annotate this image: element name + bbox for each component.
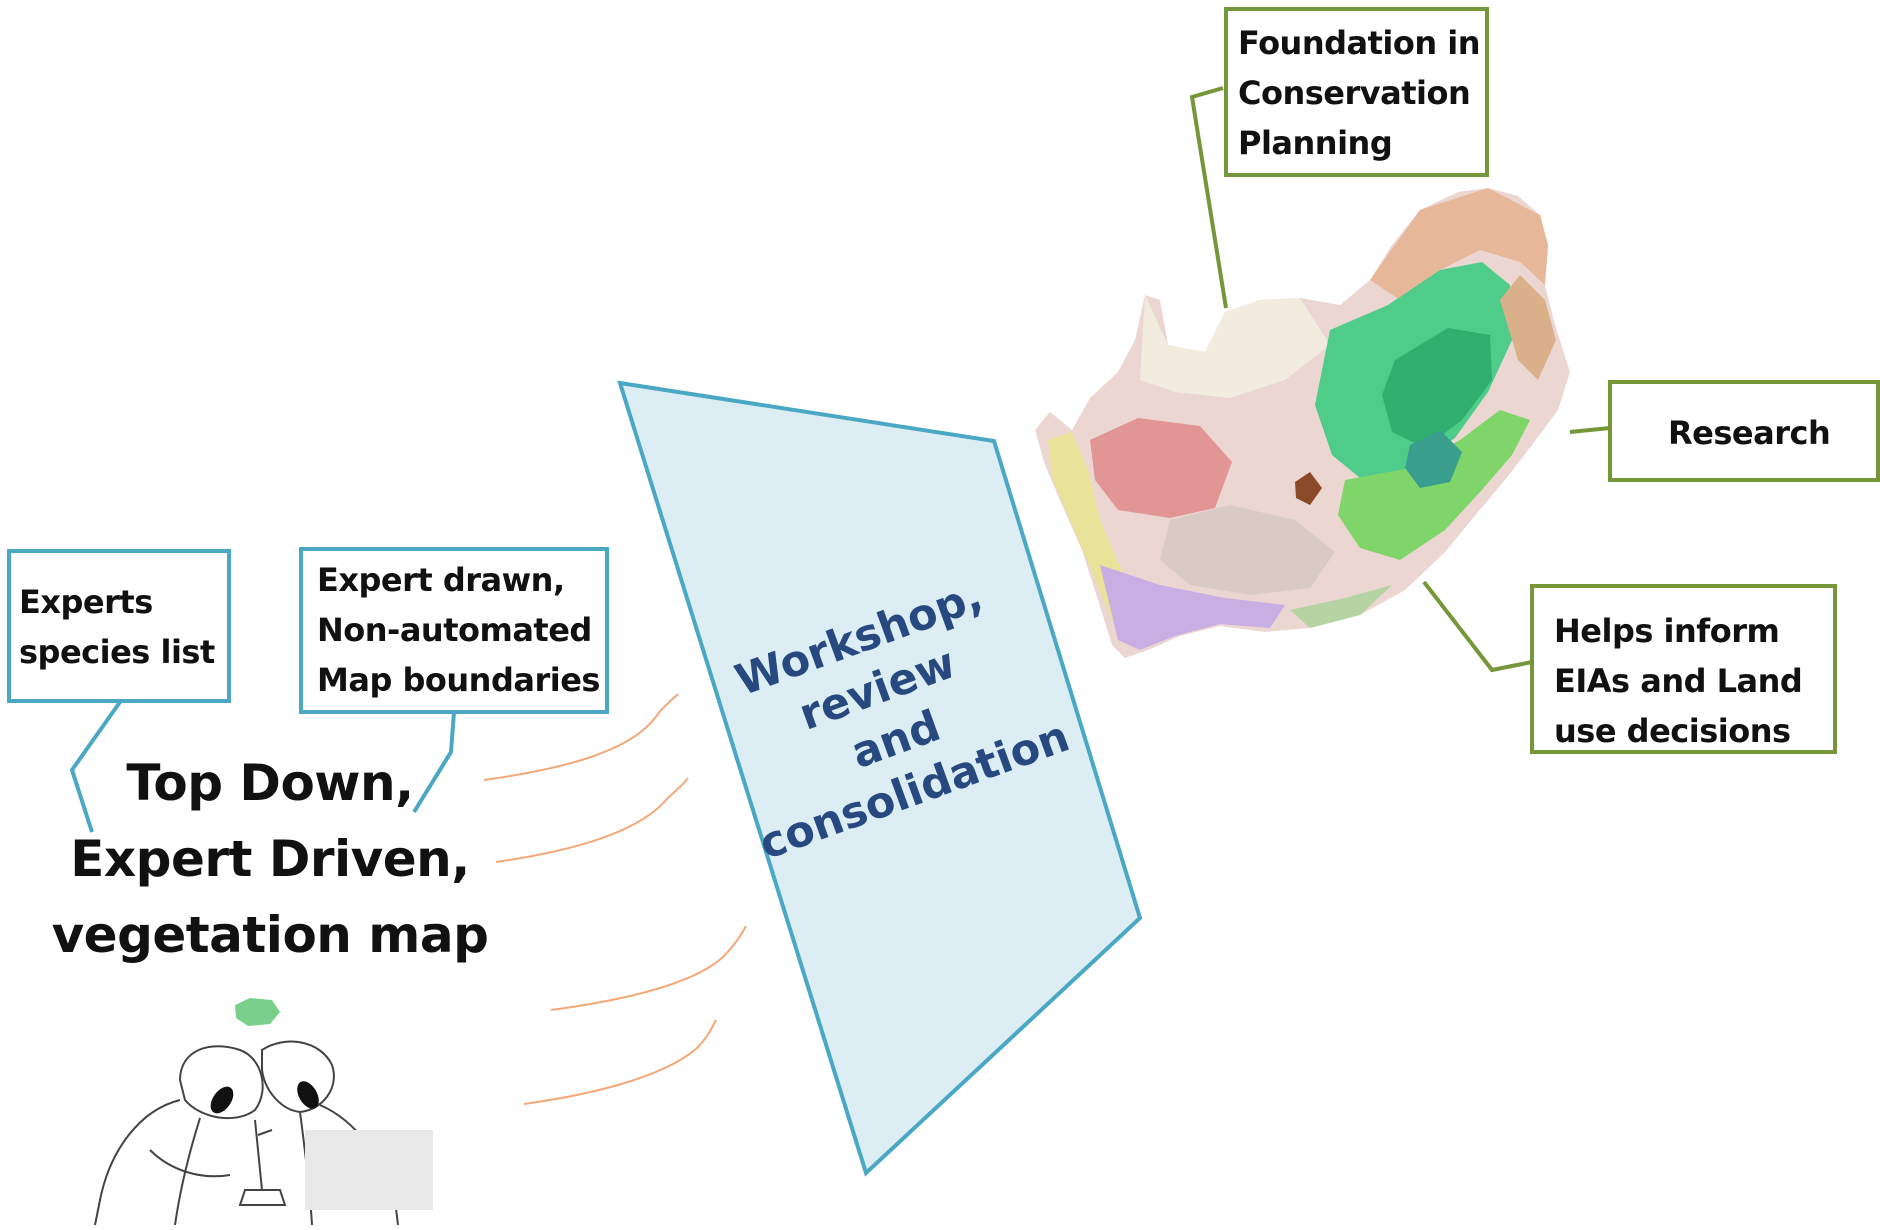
microscope [238, 1119, 287, 1206]
mini-map-icon [235, 998, 280, 1026]
scientist-eye-left [210, 1086, 234, 1114]
map-region-teal [1405, 430, 1462, 488]
map-region-west-red [1090, 418, 1232, 518]
leader-line-eia [1422, 580, 1533, 673]
scientist-right [261, 1040, 335, 1114]
callout-foundation-conservation-planning: Foundation in Conservation Planning [1224, 7, 1489, 177]
callout-line: Research [1668, 414, 1831, 452]
map-region-coastal-belt [1500, 275, 1556, 380]
south-africa-vegetation-map [1035, 188, 1570, 658]
main-title-line: Top Down, [126, 754, 414, 812]
map-region-dark-patch [1295, 472, 1322, 505]
scientist-eye-right [297, 1081, 319, 1109]
callout-line: Non-automated [317, 611, 592, 649]
callout-experts-species-list: Experts species list [7, 549, 231, 703]
leader-line-foundation [1189, 86, 1228, 309]
callout-line: Conservation [1238, 74, 1471, 112]
leader-line-research [1569, 426, 1611, 434]
main-title-line: vegetation map [51, 906, 489, 964]
callout-line: Foundation in [1238, 24, 1481, 62]
callout-eia-land-use: Helps inform EIAs and Land use decisions [1530, 584, 1837, 754]
callout-line: Helps inform [1554, 612, 1780, 650]
callout-line: Planning [1238, 124, 1393, 162]
callout-research: Research [1608, 380, 1880, 482]
callout-line: species list [19, 633, 215, 671]
workshop-shape [617, 380, 1143, 1177]
flow-line [550, 925, 747, 1011]
main-title: Top Down, Expert Driven, vegetation map [40, 745, 500, 973]
map-region-south-coast [1290, 585, 1392, 628]
map-region-north-pale [1140, 295, 1330, 398]
flow-lines [483, 693, 747, 1105]
leader-line-expert-drawn [412, 711, 456, 814]
map-region-southwest-lilac [1100, 565, 1285, 650]
flow-line [483, 693, 679, 781]
main-title-line: Expert Driven, [70, 830, 470, 888]
callout-line: use decisions [1554, 712, 1791, 750]
callout-line: Map boundaries [317, 661, 600, 699]
scientist-left-body [94, 1099, 231, 1226]
callout-line: Experts [19, 583, 153, 621]
flow-line [495, 777, 689, 863]
scientists-microscope-cartoon [94, 998, 433, 1226]
callout-line: Expert drawn, [317, 561, 565, 599]
map-region-northeast [1370, 188, 1548, 300]
flow-line [523, 1019, 717, 1105]
watermark-patch [305, 1130, 433, 1210]
map-region-karoo [1160, 505, 1335, 595]
scientist-left [178, 1045, 264, 1120]
callout-expert-drawn-boundaries: Expert drawn, Non-automated Map boundari… [299, 547, 609, 714]
callout-line: EIAs and Land [1554, 662, 1803, 700]
leader-line-experts-species [69, 700, 122, 833]
map-region-grassland-dark [1382, 328, 1492, 448]
